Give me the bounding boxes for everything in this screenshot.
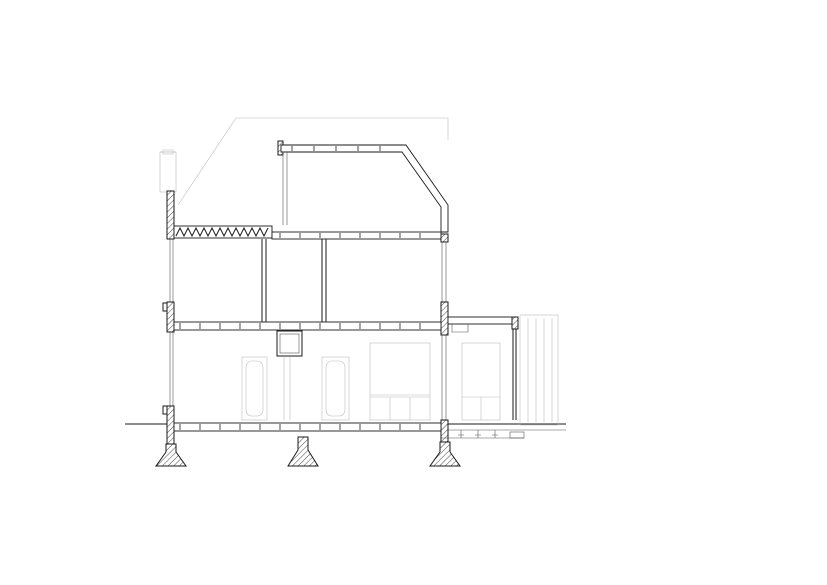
extension-pads	[458, 430, 498, 438]
neighbour-outline	[159, 117, 449, 206]
foundations	[155, 436, 461, 467]
left-exterior-wall	[162, 190, 175, 445]
kitchen-units	[369, 342, 501, 421]
ground-floor	[173, 422, 442, 432]
stair-void	[276, 330, 303, 357]
right-exterior-wall	[440, 233, 449, 443]
upper-partitions	[261, 239, 327, 322]
ground-floor-doors	[241, 356, 350, 421]
rear-extension	[440, 314, 559, 439]
floor-joists	[179, 146, 505, 430]
first-floor	[173, 321, 442, 331]
roof	[277, 140, 449, 233]
attic-floor	[173, 225, 442, 240]
